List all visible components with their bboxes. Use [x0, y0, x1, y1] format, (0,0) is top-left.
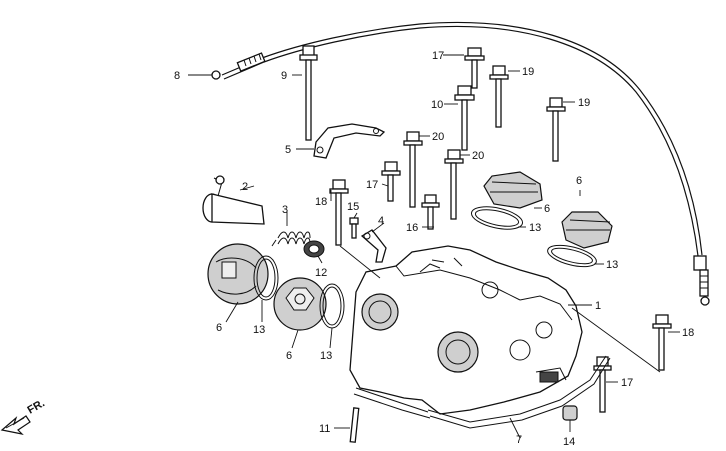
callout-9: 9	[281, 70, 287, 82]
cap-6-left	[207, 243, 269, 305]
o-ring-13-lower-right	[547, 244, 597, 268]
front-direction-arrow-icon	[0, 415, 31, 435]
bolt-20-b	[444, 149, 464, 220]
callout-5: 5	[285, 144, 291, 156]
callout-18-right: 18	[682, 327, 694, 339]
callout-16: 16	[406, 222, 418, 234]
cap-6-upper-right	[483, 171, 543, 209]
callout-19-right: 19	[578, 97, 590, 109]
arm-4	[360, 229, 387, 263]
bolt-18-left	[329, 179, 349, 246]
bolt-20-a	[403, 131, 423, 208]
dowel-pin-14	[562, 405, 578, 421]
callout-14: 14	[563, 436, 575, 448]
o-ring-13-left	[253, 255, 279, 301]
callout-3: 3	[282, 204, 288, 216]
pin-11	[349, 407, 360, 443]
shaft-2	[202, 175, 265, 225]
callout-20-b: 20	[472, 150, 484, 162]
callout-13-left: 13	[253, 324, 265, 336]
front-direction-indicator: FR.	[0, 397, 47, 435]
bolt-19-top	[489, 65, 509, 128]
bolt-18-right	[652, 314, 672, 371]
gasket-7	[353, 355, 611, 429]
front-label: FR.	[26, 397, 47, 416]
oil-seal-12	[303, 240, 325, 258]
callout-19-top: 19	[522, 66, 534, 78]
callout-4: 4	[378, 215, 384, 227]
callout-12: 12	[315, 267, 327, 279]
callout-15: 15	[347, 201, 359, 213]
spring-3	[271, 231, 311, 247]
callout-2: 2	[242, 181, 248, 193]
cap-6-lower-right	[561, 211, 613, 249]
callout-1: 1	[595, 300, 601, 312]
bolt-16	[421, 194, 440, 230]
cap-6-center	[273, 277, 327, 331]
callout-11: 11	[319, 423, 330, 435]
callout-18-left: 18	[315, 196, 327, 208]
callout-8: 8	[174, 70, 180, 82]
leader-lines	[188, 54, 680, 439]
bolt-17-top	[464, 47, 485, 89]
cable-assembly	[211, 21, 710, 306]
bolt-10	[454, 85, 475, 151]
callout-7: 7	[516, 434, 522, 446]
callout-6-upper-right: 6	[576, 175, 582, 187]
bolt-17-right	[593, 356, 612, 413]
bolt-19-right	[546, 97, 566, 162]
callout-6-mid-right: 6	[544, 203, 550, 215]
o-ring-13-upper-right	[470, 206, 524, 230]
callout-6-left: 6	[216, 322, 222, 334]
callout-13-center: 13	[320, 350, 332, 362]
callout-labels: 8 9 5 2 3 18 15 4 12 17 17 19 10 19 20 2…	[174, 50, 694, 448]
callout-20-a: 20	[432, 131, 444, 143]
callout-6-center: 6	[286, 350, 292, 362]
callout-17-top: 17	[432, 50, 444, 62]
cylinder-head-cover-1	[349, 245, 583, 415]
callout-17-right: 17	[621, 377, 633, 389]
bolt-17-mid	[381, 161, 401, 202]
callout-10: 10	[431, 99, 443, 111]
bolt-9	[299, 45, 318, 141]
bolt-15	[349, 217, 359, 239]
callout-17-mid: 17	[366, 179, 378, 191]
bracket-5	[313, 123, 386, 159]
callout-13-lower-right: 13	[606, 259, 618, 271]
callout-13-upper-right: 13	[529, 222, 541, 234]
